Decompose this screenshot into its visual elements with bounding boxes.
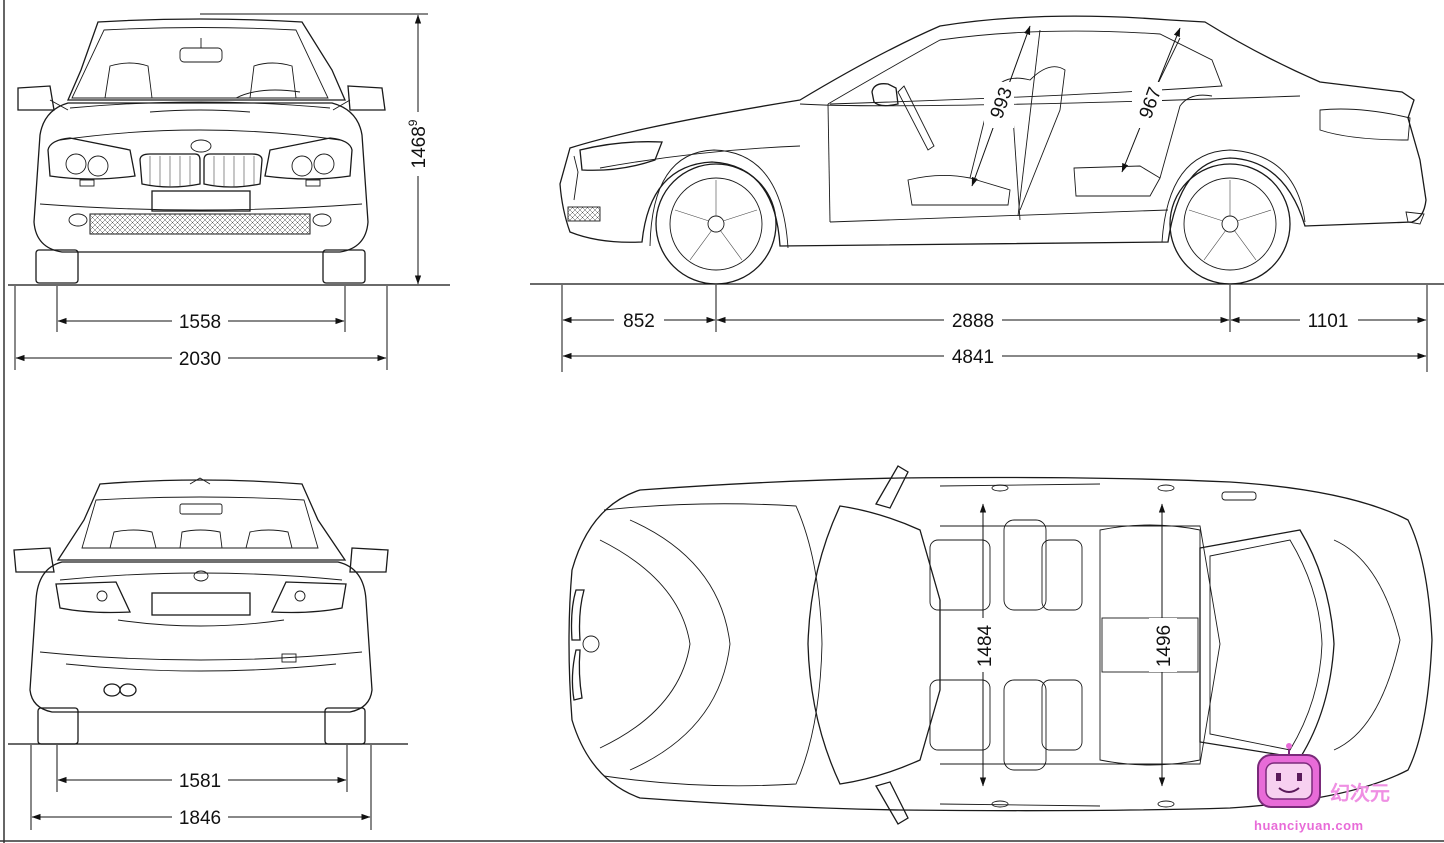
watermark: 幻次元 huanciyuan.com xyxy=(1254,743,1390,833)
front-width-label: 2030 xyxy=(179,349,221,370)
front-view xyxy=(17,18,386,284)
length-label: 4841 xyxy=(952,347,994,368)
side-view: 993 967 xyxy=(559,15,1427,285)
top-view: 1484 1496 xyxy=(568,465,1433,825)
rear-track-label: 1581 xyxy=(179,771,221,792)
height-label: 14689 xyxy=(406,119,430,168)
front-shoulder-label: 1484 xyxy=(975,624,996,667)
width-label: 1846 xyxy=(179,808,221,829)
watermark-url: huanciyuan.com xyxy=(1254,818,1364,833)
rear-overhang-label: 1101 xyxy=(1308,311,1349,332)
wheelbase-label: 2888 xyxy=(952,311,994,332)
rear-shoulder-label: 1496 xyxy=(1154,625,1175,667)
front-overhang-label: 852 xyxy=(623,311,655,332)
mascot-logo xyxy=(1257,743,1321,808)
rear-view xyxy=(13,477,389,745)
front-track-label: 1558 xyxy=(179,312,221,333)
watermark-chinese: 幻次元 xyxy=(1330,781,1390,805)
